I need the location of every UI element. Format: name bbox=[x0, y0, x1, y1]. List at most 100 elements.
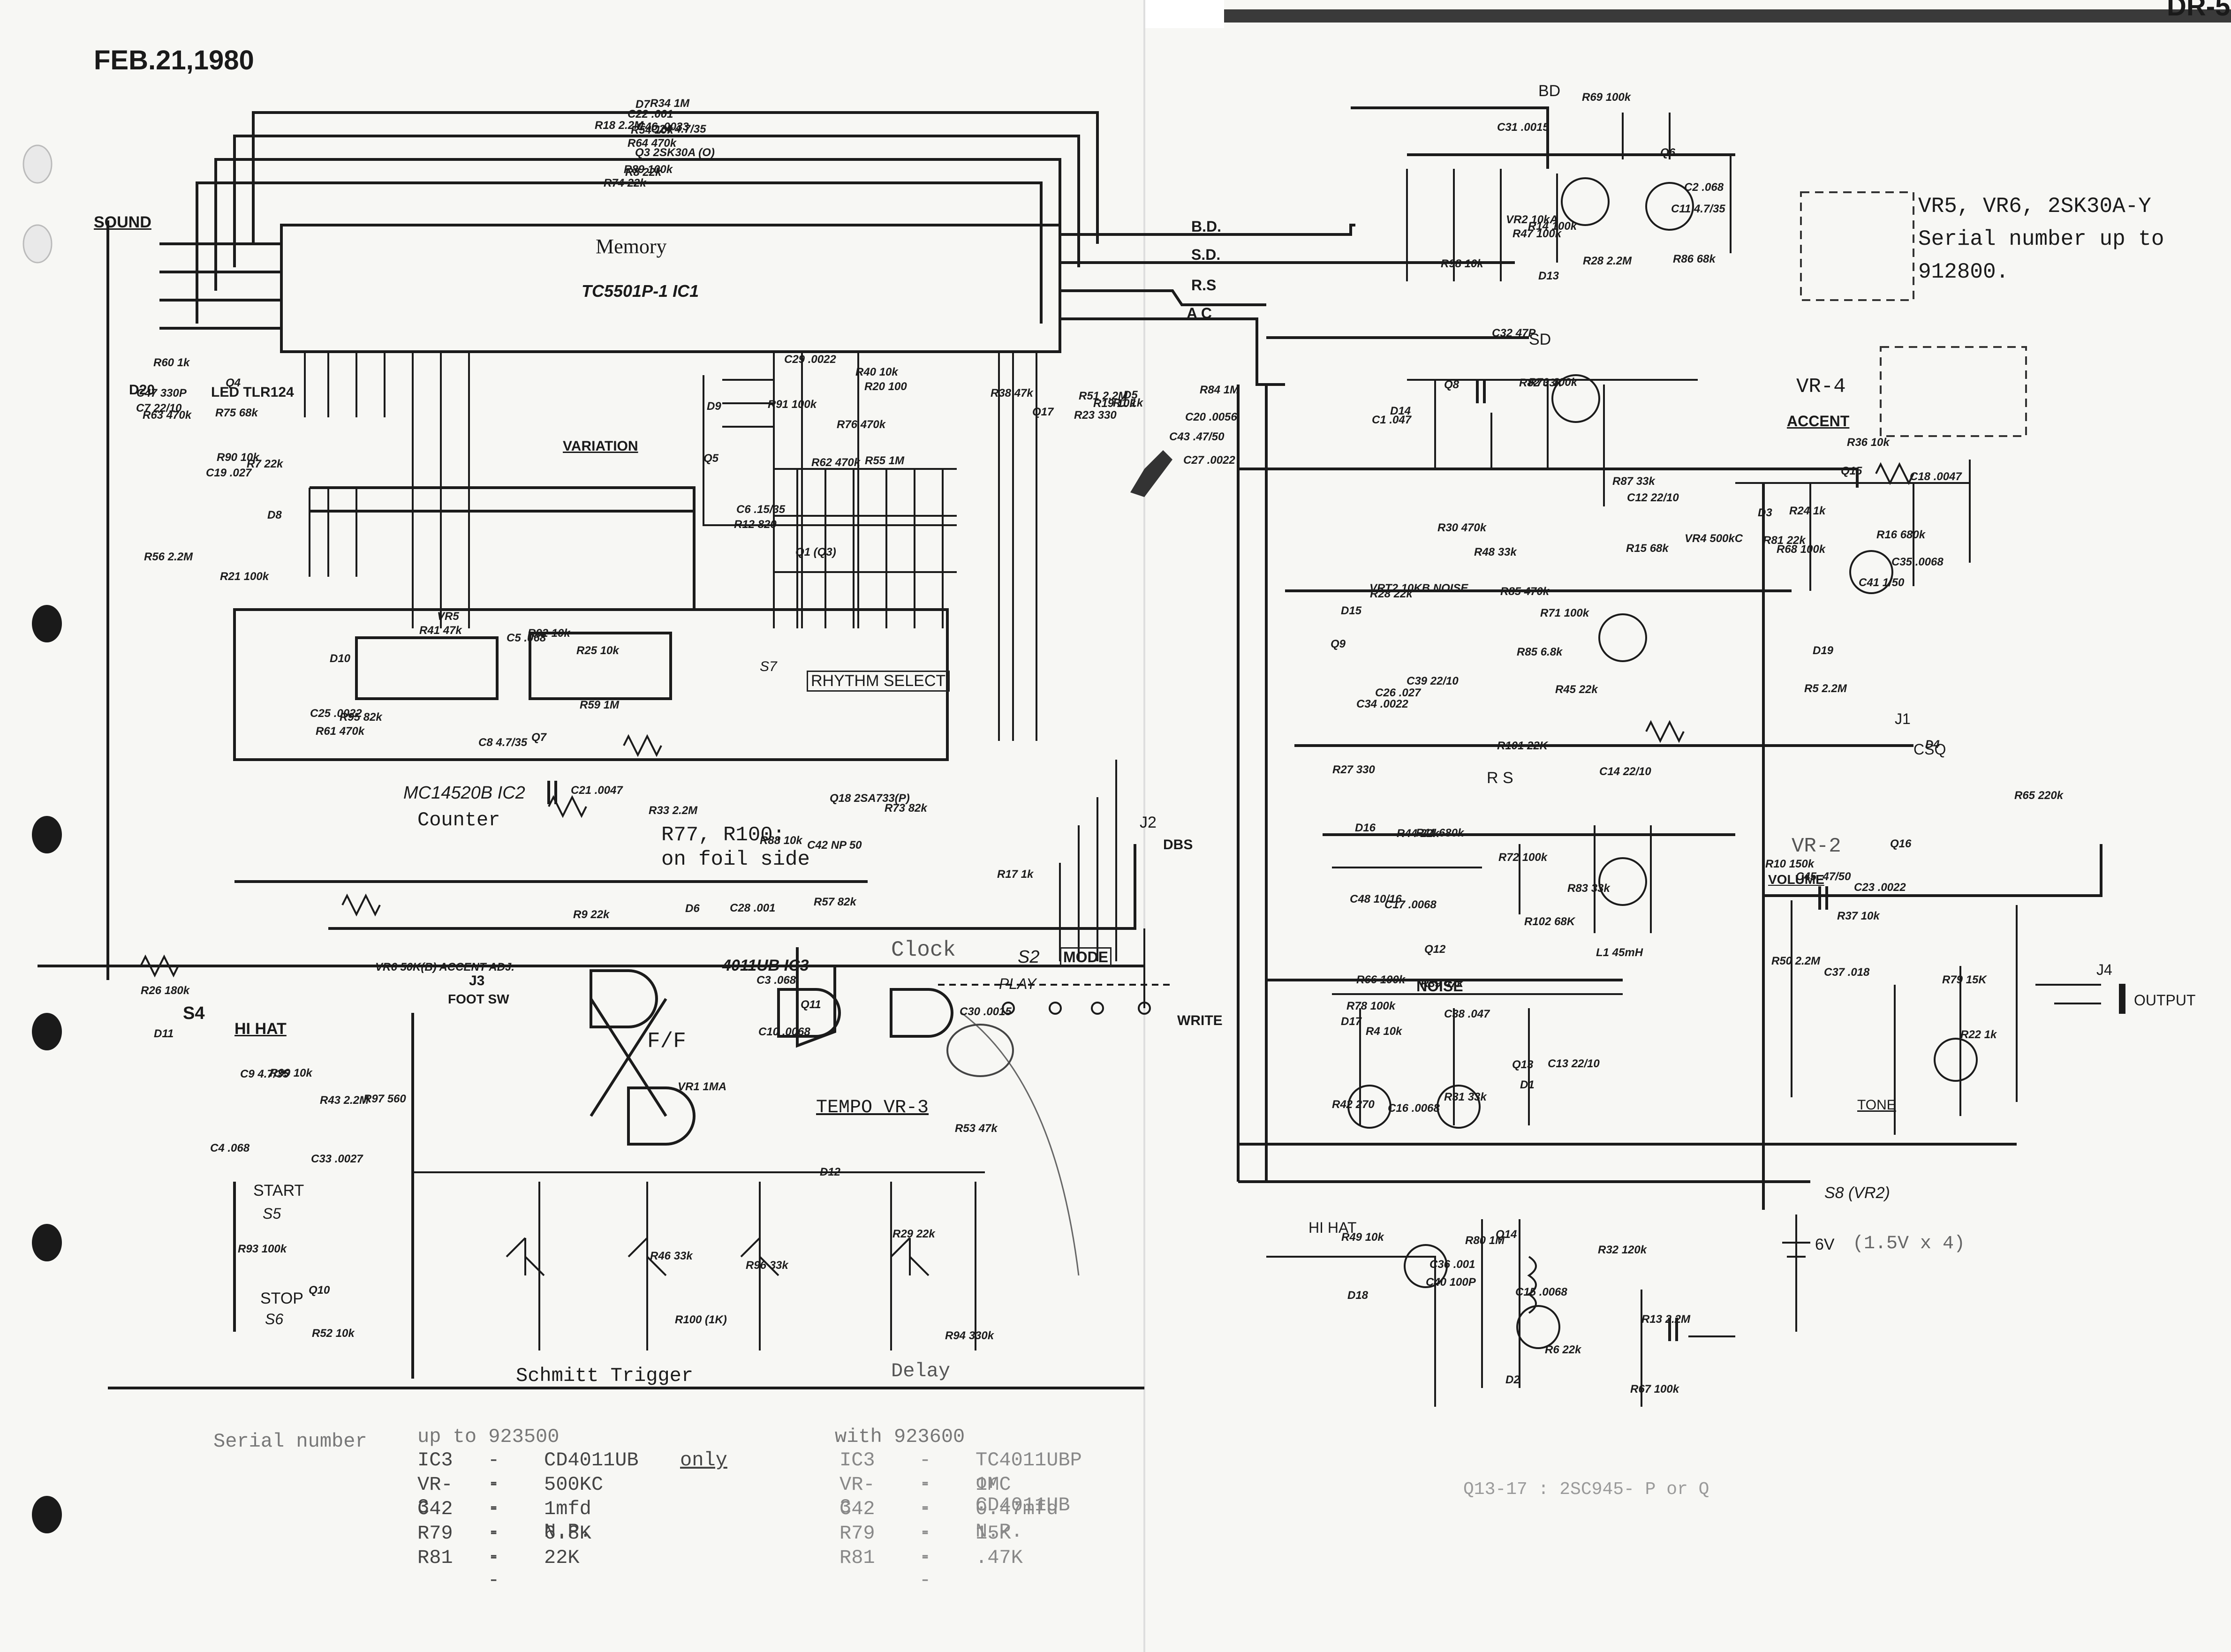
component-label: R95 82k bbox=[340, 711, 382, 724]
component-label: R41 47k bbox=[419, 624, 462, 637]
component-label: R68 100k bbox=[1777, 543, 1826, 556]
component-label: R51 2.2M bbox=[1079, 390, 1128, 402]
component-label: R85 470k bbox=[1500, 585, 1550, 598]
sd-stage bbox=[1407, 374, 1698, 662]
component-label: R19 10k bbox=[1093, 397, 1136, 410]
component-label: R39 47k bbox=[1421, 977, 1463, 990]
component-label: C26 .027 bbox=[1375, 686, 1421, 699]
component-label: R99 10k bbox=[270, 1067, 312, 1079]
binder-holes bbox=[23, 144, 62, 1533]
component-label: D9 bbox=[707, 400, 721, 413]
component-label: C40 100P bbox=[1426, 1276, 1476, 1289]
nand-gates bbox=[590, 969, 953, 1146]
component-label: C8 4.7/35 bbox=[478, 736, 528, 749]
component-label: D8 bbox=[267, 509, 282, 521]
component-label: C30 .0015 bbox=[960, 1005, 1012, 1018]
bus-sd: S.D. bbox=[1191, 246, 1221, 263]
component-label: R24 1k bbox=[1789, 505, 1826, 517]
component-label: R83 33k bbox=[1567, 882, 1610, 895]
schmitt-label: Schmitt Trigger bbox=[516, 1365, 694, 1387]
component-label: Q8 bbox=[1444, 378, 1460, 391]
ic1-part: TC5501P-1 IC1 bbox=[582, 281, 699, 301]
component-label: R60 1k bbox=[153, 356, 190, 369]
component-label: R76 470k bbox=[837, 418, 886, 431]
component-label: R80 1M bbox=[1465, 1234, 1505, 1247]
c42-circle-mark bbox=[946, 1024, 1014, 1077]
old-value-cell: 6.8K bbox=[544, 1522, 591, 1545]
component-label: R11 680k bbox=[1416, 827, 1464, 839]
component-label: R92 10k bbox=[528, 627, 570, 640]
component-label: C23 .0022 bbox=[1854, 881, 1906, 894]
component-label: R47 100k bbox=[1513, 227, 1562, 240]
part-cell: IC3 bbox=[417, 1449, 453, 1471]
component-label: Q17 bbox=[1032, 406, 1054, 418]
component-label: R75 68k bbox=[215, 407, 258, 419]
component-label: R81 22k bbox=[1763, 534, 1806, 547]
stop-label: STOP bbox=[260, 1290, 303, 1307]
ic3-part: 4011UB IC3 bbox=[722, 957, 809, 974]
part-cell-right: R79 bbox=[839, 1522, 875, 1545]
s7-label: S7 bbox=[760, 659, 777, 674]
component-label: R29 22k bbox=[892, 1228, 935, 1240]
component-label: R18 2.2M bbox=[595, 119, 644, 132]
component-label: C43 .47/50 bbox=[1169, 430, 1225, 443]
serial-header-left-1: Serial number bbox=[213, 1430, 367, 1453]
counter-wiring-frame bbox=[233, 608, 949, 761]
rhythm-diode-matrix bbox=[703, 375, 957, 628]
dash-cell-right: -- bbox=[919, 1449, 931, 1494]
top-edge-shadow bbox=[1224, 9, 2231, 23]
write-label: WRITE bbox=[1177, 1013, 1223, 1028]
serial-header-right: with 923600 bbox=[835, 1426, 965, 1448]
component-label: C47 330P bbox=[136, 387, 187, 400]
component-label: Q6 bbox=[1660, 146, 1676, 159]
component-label: C39 22/10 bbox=[1407, 675, 1459, 687]
hihat-stage bbox=[1266, 1219, 1735, 1407]
component-label: C9 4.7/35 bbox=[240, 1068, 289, 1080]
component-label: R57 82k bbox=[814, 896, 856, 908]
vr5-note-line-2: Serial number up to bbox=[1918, 227, 2164, 251]
component-label: D12 bbox=[820, 1166, 841, 1178]
component-label: VR5 bbox=[437, 610, 459, 623]
component-label: R46 33k bbox=[650, 1250, 693, 1262]
paper-seam bbox=[1144, 0, 1224, 28]
component-label: R26 180k bbox=[141, 984, 190, 997]
component-label: R48 33k bbox=[1474, 546, 1517, 558]
component-label: R100 (1K) bbox=[675, 1313, 727, 1326]
component-label: R40 10k bbox=[855, 366, 898, 378]
variation-label: VARIATION bbox=[563, 438, 638, 454]
component-label: D7 bbox=[635, 98, 650, 111]
component-label: R64 470k bbox=[628, 137, 677, 150]
component-label: R72 100k bbox=[1498, 851, 1548, 864]
vr5-note-line-1: VR5, VR6, 2SK30A-Y bbox=[1918, 194, 2151, 219]
arrow-mark bbox=[1130, 450, 1172, 497]
component-label: VR1 1MA bbox=[678, 1080, 727, 1093]
component-label: C1 .047 bbox=[1372, 414, 1412, 426]
component-label: R91 100k bbox=[768, 398, 817, 411]
component-label: C12 22/10 bbox=[1627, 491, 1679, 504]
dash-cell-right: -- bbox=[919, 1522, 931, 1567]
component-label: Q7 bbox=[531, 731, 547, 744]
component-label: C18 .0047 bbox=[1910, 470, 1962, 483]
component-label: D15 bbox=[1341, 604, 1362, 617]
component-label: C17 .0068 bbox=[1384, 898, 1437, 911]
old-value-cell: 1mfd N.P. bbox=[544, 1498, 591, 1543]
part-cell-right: R81 bbox=[839, 1546, 875, 1569]
component-label: R22 1k bbox=[1960, 1028, 1997, 1041]
part-cell-right: VR-3 bbox=[839, 1473, 875, 1518]
part-cell: C42 bbox=[417, 1498, 453, 1520]
component-label: C10 .0068 bbox=[758, 1026, 810, 1038]
rs-label: R S bbox=[1487, 769, 1513, 787]
old-note-cell: only bbox=[680, 1449, 727, 1471]
new-value-cell: 0.47mfd N.P. bbox=[976, 1498, 1059, 1543]
bus-bd: B.D. bbox=[1191, 218, 1221, 235]
vr6-dashed-box bbox=[1880, 346, 2027, 437]
component-label: R70 100k bbox=[1528, 376, 1578, 389]
component-label: C4 .068 bbox=[210, 1142, 250, 1154]
component-label: C3 .068 bbox=[756, 974, 796, 987]
foil-note-line-2: on foil side bbox=[661, 848, 810, 871]
component-label: D18 bbox=[1347, 1289, 1369, 1302]
bus-rs: R.S bbox=[1191, 277, 1217, 294]
bd-stage bbox=[1406, 113, 1732, 281]
dash-cell-right: -- bbox=[919, 1498, 931, 1543]
